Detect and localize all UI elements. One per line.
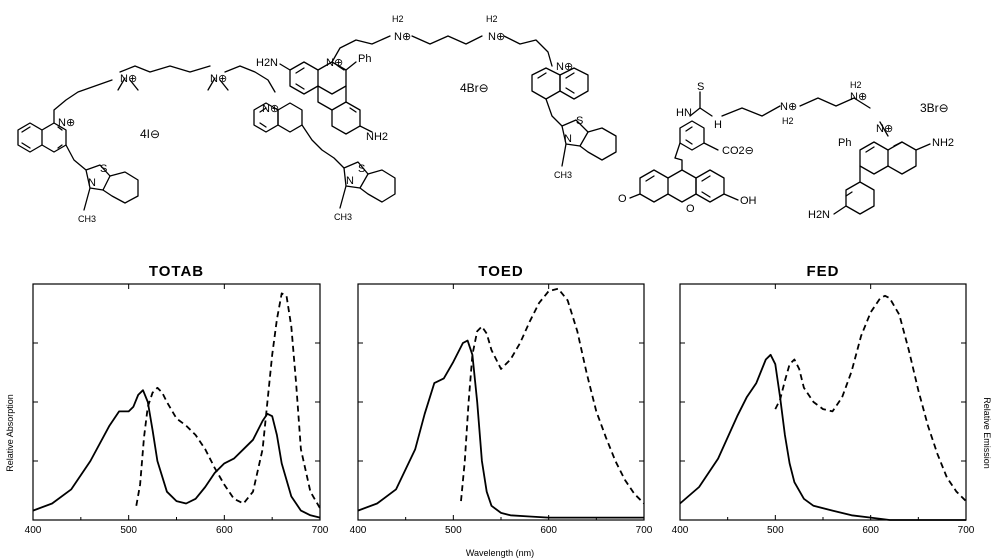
hydroxyl-label: OH (740, 195, 757, 207)
n-plus-label: N⊕ (876, 123, 893, 135)
structure-labels: N⊕ N⊕ N⊕ N⊕ 4I⊖ S N CH3 S N CH3 H2N NH2 … (58, 14, 954, 224)
methyl-label: CH3 (334, 212, 352, 222)
n-plus-label: N⊕ (326, 57, 343, 69)
sulfur-label: S (697, 81, 704, 93)
phenyl-label: Ph (358, 53, 371, 65)
nitrogen-label: N (88, 177, 96, 189)
absorption-line (357, 339, 644, 519)
sulfur-label: S (100, 163, 107, 175)
emission-line (135, 292, 321, 509)
chart-title: FED (807, 263, 840, 280)
amine-label: H2N (256, 57, 278, 69)
n-plus-label: N⊕ (120, 73, 137, 85)
x-tick-label: 500 (120, 525, 137, 536)
totab-structure (17, 65, 396, 211)
ammonium-n-label: N⊕ (780, 101, 797, 113)
plot-frame (679, 283, 967, 521)
amine-label: H2N (808, 209, 830, 221)
x-tick-label: 400 (350, 525, 367, 536)
h2-label: H2 (782, 116, 794, 126)
n-plus-label: N⊕ (262, 103, 279, 115)
ammonium-n-label: N⊕ (394, 31, 411, 43)
n-plus-label: N⊕ (58, 117, 75, 129)
x-tick-label: 500 (767, 525, 784, 536)
spectrum-panel-toed: TOED 400 500 600 700 (350, 263, 653, 536)
ammonium-n-label: N⊕ (488, 31, 505, 43)
plot-frame (357, 283, 645, 521)
oxygen-label: O (686, 203, 695, 215)
spectrum-panel-totab: TOTAB 400 500 600 700 (25, 263, 329, 536)
n-plus-label: N⊕ (556, 61, 573, 73)
x-tick-label: 600 (862, 525, 879, 536)
spectrum-panel-fed: FED 400 500 600 700 (672, 263, 975, 536)
h2-label: H2 (850, 80, 862, 90)
y-axis-label-left: Relative Absorption (5, 394, 15, 472)
x-tick-label: 700 (312, 525, 329, 536)
plot-frame (32, 283, 321, 521)
sulfur-label: S (358, 163, 365, 175)
nitrogen-label: N (346, 175, 354, 187)
x-tick-label: 600 (216, 525, 233, 536)
x-tick-label: 400 (672, 525, 689, 536)
sulfur-label: S (576, 115, 583, 127)
x-tick-label: 400 (25, 525, 42, 536)
molecular-structures: N⊕ N⊕ N⊕ N⊕ 4I⊖ S N CH3 S N CH3 H2N NH2 … (17, 14, 954, 224)
methyl-label: CH3 (78, 214, 96, 224)
carboxylate-label: CO2⊖ (722, 145, 754, 157)
y-axis-label-right: Relative Emission (982, 397, 992, 469)
x-tick-label: 700 (636, 525, 653, 536)
chart-title: TOED (478, 263, 523, 280)
n-plus-label: N⊕ (210, 73, 227, 85)
counterion-label: 4Br⊖ (460, 81, 489, 95)
methyl-label: CH3 (554, 170, 572, 180)
ammonium-n-label: N⊕ (850, 91, 867, 103)
h2-label: H2 (486, 14, 498, 24)
amine-label: NH2 (366, 131, 388, 143)
emission-line (460, 287, 645, 505)
amine-label: NH2 (932, 137, 954, 149)
x-tick-label: 500 (445, 525, 462, 536)
x-axis-label: Wavelength (nm) (466, 548, 534, 558)
chart-title: TOTAB (149, 263, 204, 280)
absorption-line (32, 389, 321, 519)
counterion-label: 3Br⊖ (920, 101, 949, 115)
toed-structure (279, 35, 617, 167)
phenyl-label: Ph (838, 137, 851, 149)
fed-structure (629, 91, 931, 215)
counterion-label: 4I⊖ (140, 127, 160, 141)
emission-line (774, 294, 967, 502)
x-tick-label: 600 (540, 525, 557, 536)
h2-label: H2 (392, 14, 404, 24)
oxygen-label: O (618, 193, 627, 205)
h-label: H (714, 119, 722, 131)
hn-label: HN (676, 107, 692, 119)
x-tick-label: 700 (958, 525, 975, 536)
absorption-line (679, 353, 966, 521)
nitrogen-label: N (564, 133, 572, 145)
